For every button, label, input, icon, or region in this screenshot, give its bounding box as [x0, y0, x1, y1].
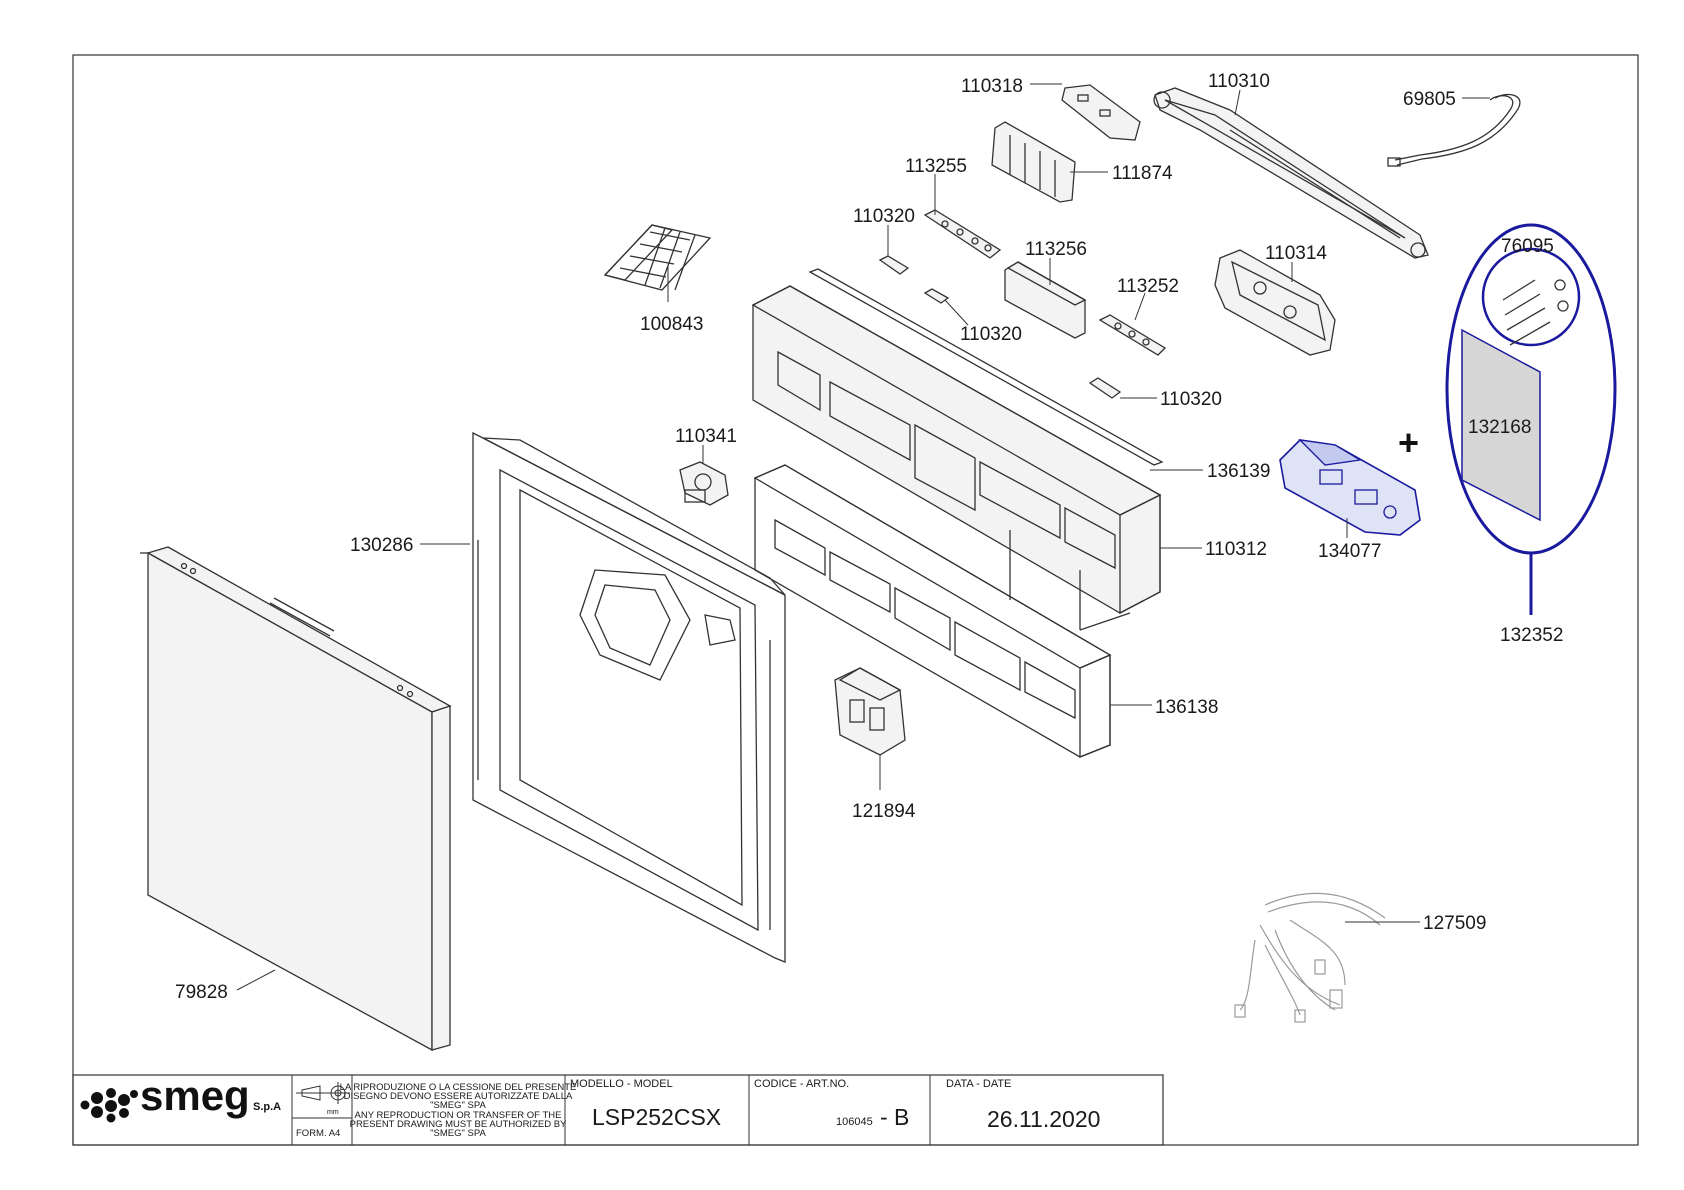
- label-121894: 121894: [852, 801, 916, 822]
- part-100843-label-strip: [603, 224, 712, 291]
- notice-it-line-2: DISEGNO DEVONO ESSERE AUTORIZZATE DALLA: [344, 1091, 573, 1102]
- brand-name: smeg: [140, 1072, 250, 1119]
- label-69805: 69805: [1403, 89, 1456, 110]
- label-110318: 110318: [961, 76, 1023, 97]
- date-value: 26.11.2020: [987, 1106, 1100, 1132]
- part-110320-light-pipe-a: [878, 255, 910, 275]
- part-113256-display-cover: [1004, 261, 1087, 339]
- notice-en-line-1: ANY REPRODUCTION OR TRANSFER OF THE: [355, 1110, 562, 1121]
- unit-label: mm: [327, 1109, 339, 1116]
- label-127509: 127509: [1423, 913, 1486, 934]
- part-136138-front-trim: [753, 464, 1112, 758]
- code-header: CODICE - ART.NO.: [754, 1078, 849, 1090]
- label-113256: 113256: [1025, 239, 1087, 260]
- label-113255: 113255: [905, 156, 967, 177]
- label-110320-b: 110320: [960, 324, 1022, 345]
- part-130286-inner-door: [472, 431, 786, 963]
- label-111874: 111874: [1112, 163, 1173, 184]
- part-79828-door-panel: [140, 546, 452, 1052]
- title-block: [72, 1074, 1164, 1146]
- label-110314: 110314: [1265, 243, 1327, 264]
- part-69805-cable: [1387, 93, 1521, 167]
- part-110341-latch: [679, 461, 729, 506]
- smeg-logo: smeg S.p.A: [80, 1072, 281, 1123]
- label-110320-c: 110320: [1160, 389, 1222, 410]
- label-110341: 110341: [675, 426, 737, 447]
- part-113255-button-strip: [923, 209, 1002, 259]
- label-130286: 130286: [350, 535, 413, 556]
- label-136139: 136139: [1207, 461, 1270, 482]
- label-132352: 132352: [1500, 625, 1563, 646]
- part-110318-circuit-board: [1061, 84, 1141, 141]
- part-121894-power-module: [834, 667, 906, 756]
- label-132168: 132168: [1468, 417, 1531, 438]
- label-100843: 100843: [640, 314, 703, 335]
- label-134077: 134077: [1318, 541, 1381, 562]
- part-111874-button-frame: [991, 121, 1076, 203]
- part-76095-screws: [1502, 279, 1569, 346]
- label-110310: 110310: [1208, 71, 1270, 92]
- projection-symbol-icon: [296, 1082, 350, 1104]
- model-value: LSP252CSX: [592, 1104, 721, 1130]
- part-127509-wiring-harness: [1234, 892, 1386, 1023]
- label-79828: 79828: [175, 982, 228, 1003]
- part-110310-handle-bar: [1153, 87, 1429, 259]
- format-label: FORM. A4: [296, 1128, 340, 1139]
- label-110312: 110312: [1205, 539, 1267, 560]
- part-110314-control-housing: [1214, 249, 1336, 356]
- kit-132352-highlight: [1445, 223, 1617, 615]
- part-110320-light-pipe-b: [923, 288, 950, 304]
- part-110312-control-panel: [751, 285, 1162, 631]
- part-113252-button-strip: [1098, 314, 1167, 356]
- notice-it-line-3: "SMEG" SPA: [430, 1100, 486, 1111]
- label-113252: 113252: [1117, 276, 1179, 297]
- part-136139-foil: [808, 268, 1164, 466]
- kit-plus-sign: +: [1398, 422, 1419, 463]
- reproduction-notice: LA RIPRODUZIONE O LA CESSIONE DEL PRESEN…: [340, 1082, 577, 1139]
- notice-en-line-2: PRESENT DRAWING MUST BE AUTHORIZED BY: [350, 1119, 567, 1130]
- part-110320-light-pipe-c: [1088, 377, 1122, 399]
- label-136138: 136138: [1155, 697, 1218, 718]
- notice-it-line-1: LA RIPRODUZIONE O LA CESSIONE DEL PRESEN…: [340, 1082, 577, 1093]
- revision-value: - B: [880, 1104, 909, 1130]
- brand-suffix: S.p.A: [253, 1101, 281, 1113]
- code-value: 106045: [836, 1116, 873, 1128]
- date-header: DATA - DATE: [946, 1078, 1011, 1090]
- model-header: MODELLO - MODEL: [570, 1078, 673, 1090]
- notice-en-line-3: "SMEG" SPA: [430, 1128, 486, 1139]
- label-76095: 76095: [1501, 236, 1554, 257]
- label-110320-a: 110320: [853, 206, 915, 227]
- part-134077-electronic-module: [1279, 439, 1421, 536]
